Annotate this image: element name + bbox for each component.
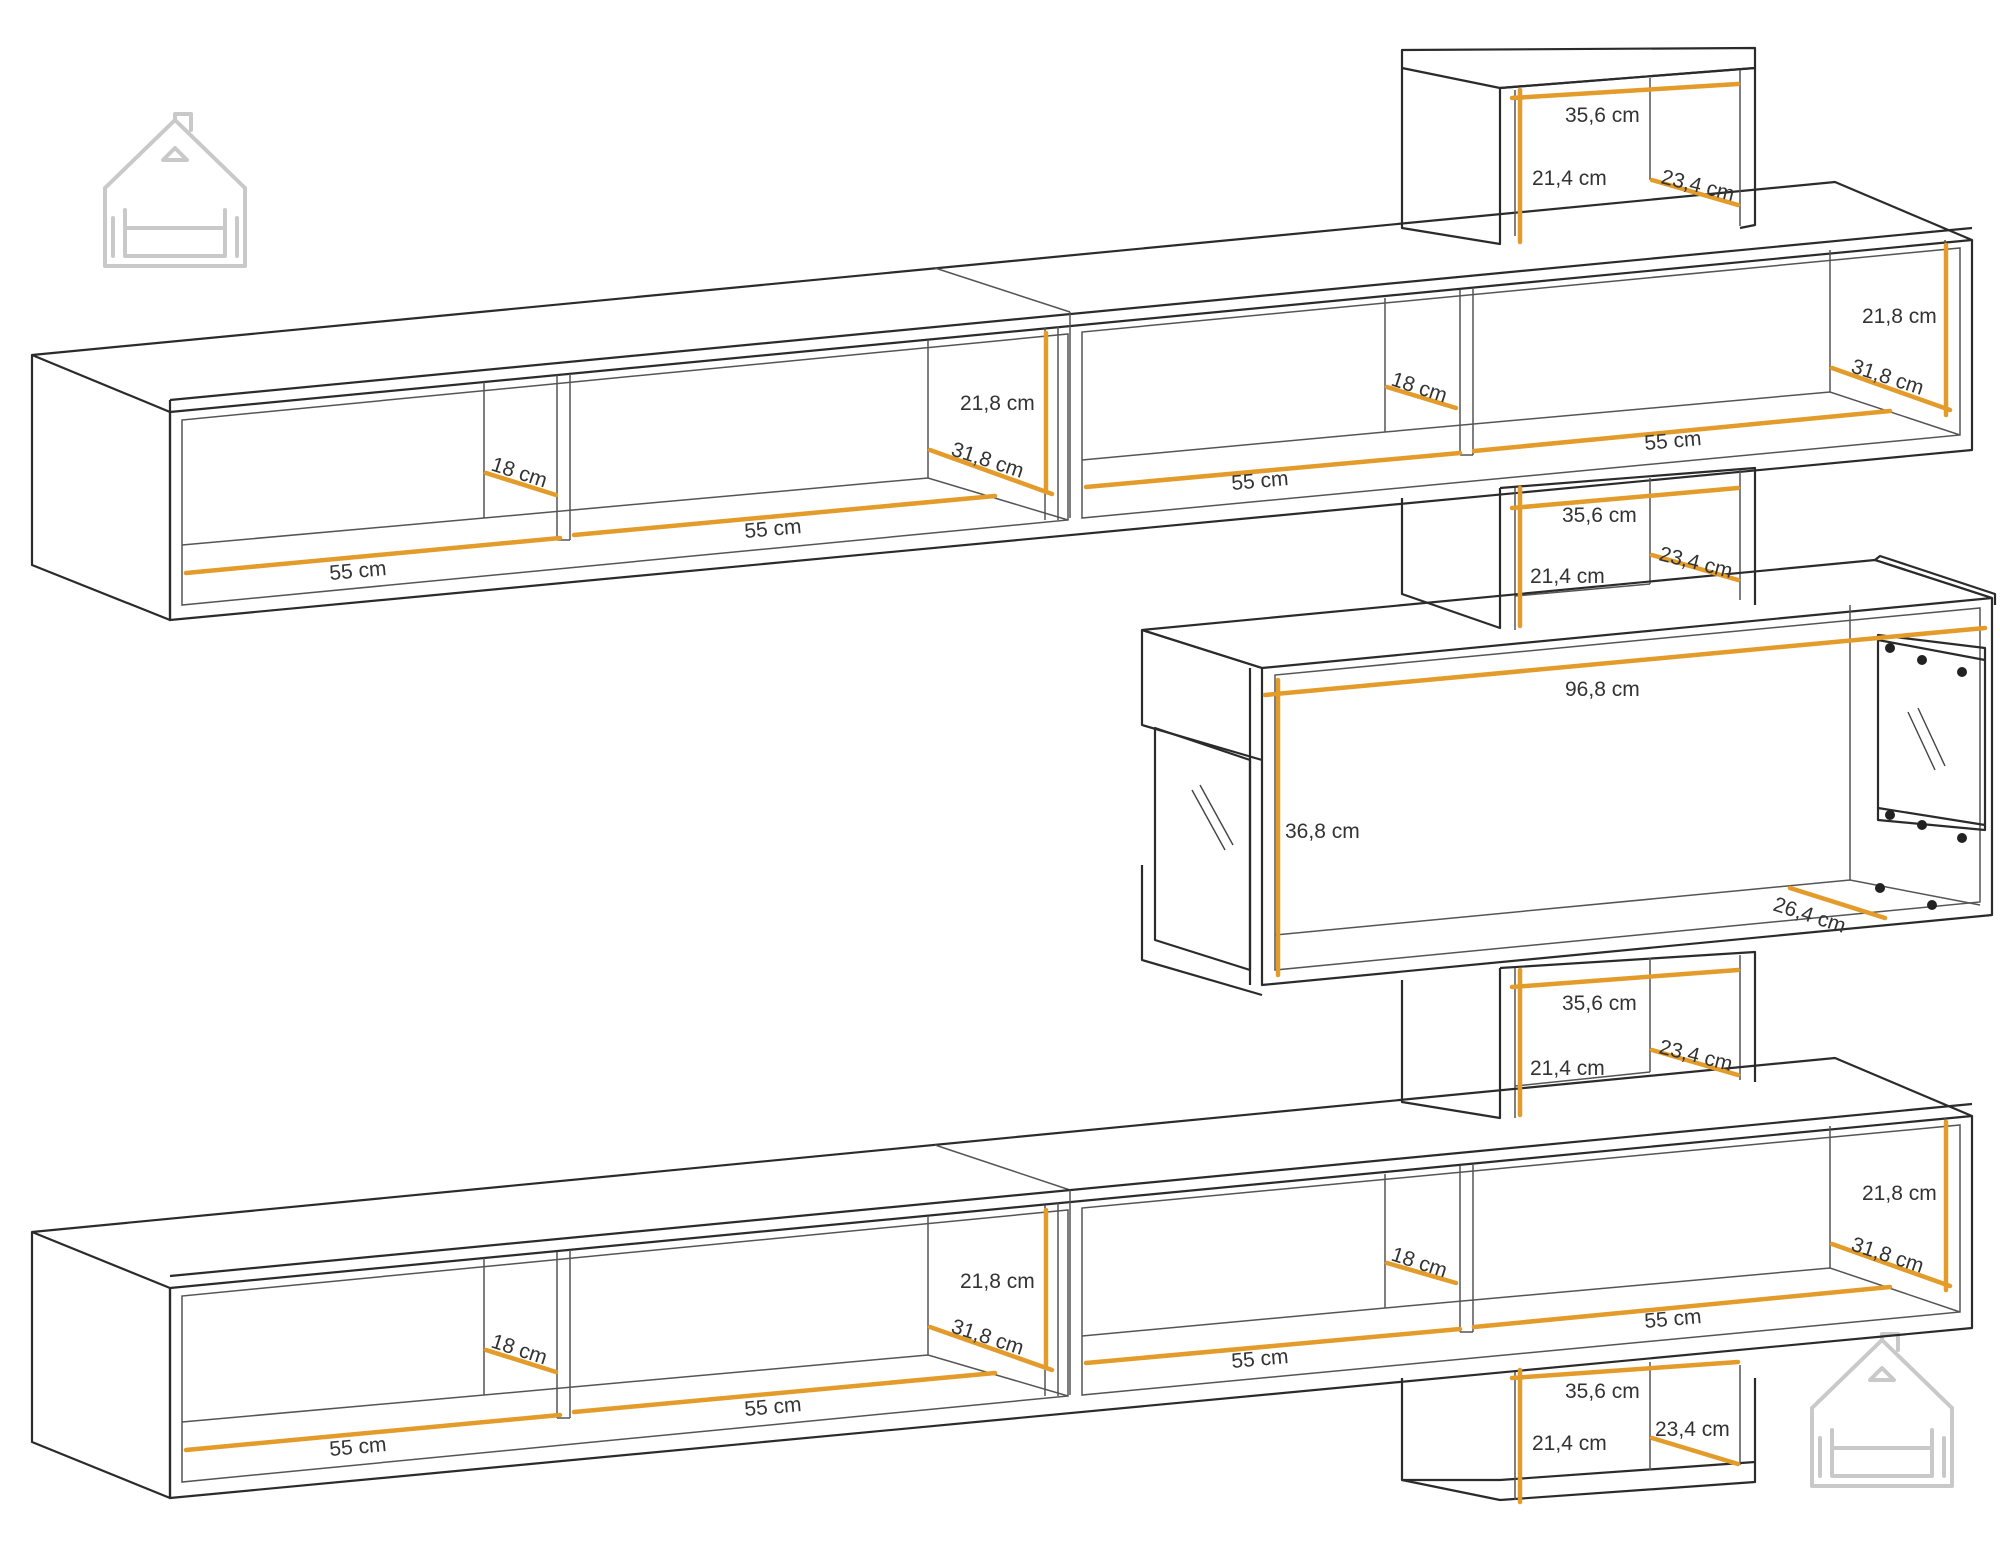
dim-label: 23,4 cm <box>1655 1418 1730 1441</box>
dim-label: 55 cm <box>743 515 802 543</box>
dim-label: 18 cm <box>1388 1243 1449 1283</box>
dim-label: 55 cm <box>1230 467 1289 495</box>
dim-label: 21,4 cm <box>1530 565 1605 588</box>
dim-label: 35,6 cm <box>1565 1380 1640 1403</box>
house-sofa-logo-icon <box>1810 1332 1954 1488</box>
dim-label: 21,4 cm <box>1530 1057 1605 1080</box>
dim-label: 21,8 cm <box>1862 1182 1937 1205</box>
dim-label: 26,4 cm <box>1770 893 1848 938</box>
house-sofa-logo-icon <box>103 112 247 268</box>
middle-connector-upper <box>1400 466 1757 630</box>
dim-label: 55 cm <box>743 1393 802 1421</box>
dim-label: 18 cm <box>1388 368 1449 408</box>
dim-label: 55 cm <box>1643 427 1702 455</box>
dim-label: 35,6 cm <box>1562 504 1637 527</box>
dim-label: 21,8 cm <box>960 1270 1035 1293</box>
dim-label: 35,6 cm <box>1562 992 1637 1015</box>
dim-label: 21,4 cm <box>1532 167 1607 190</box>
dim-label: 35,6 cm <box>1565 104 1640 127</box>
dim-label: 31,8 cm <box>948 1315 1026 1360</box>
middle-connector-lower <box>1400 950 1757 1120</box>
dim-label: 21,8 cm <box>1862 305 1937 328</box>
dim-label: 55 cm <box>328 1433 387 1461</box>
dim-label: 21,8 cm <box>960 392 1035 415</box>
small-shelf-top <box>1400 46 1757 246</box>
dim-label: 96,8 cm <box>1565 678 1640 701</box>
dim-label: 55 cm <box>328 557 387 585</box>
small-shelf-bottom <box>1400 1362 1757 1502</box>
dim-label: 23,4 cm <box>1657 1036 1735 1076</box>
dim-label: 36,8 cm <box>1285 820 1360 843</box>
dim-label: 18 cm <box>488 1330 549 1370</box>
dim-label: 31,8 cm <box>1848 1233 1926 1278</box>
dim-label: 31,8 cm <box>948 438 1026 483</box>
dim-label: 31,8 cm <box>1848 355 1926 400</box>
dimension-lines <box>183 81 1988 1505</box>
dim-label: 23,4 cm <box>1659 166 1737 206</box>
dim-label: 18 cm <box>488 453 549 493</box>
dim-label: 55 cm <box>1230 1345 1289 1373</box>
glass-door-cabinet <box>1140 554 1997 997</box>
dim-label: 55 cm <box>1643 1305 1702 1333</box>
dim-label: 21,4 cm <box>1532 1432 1607 1455</box>
